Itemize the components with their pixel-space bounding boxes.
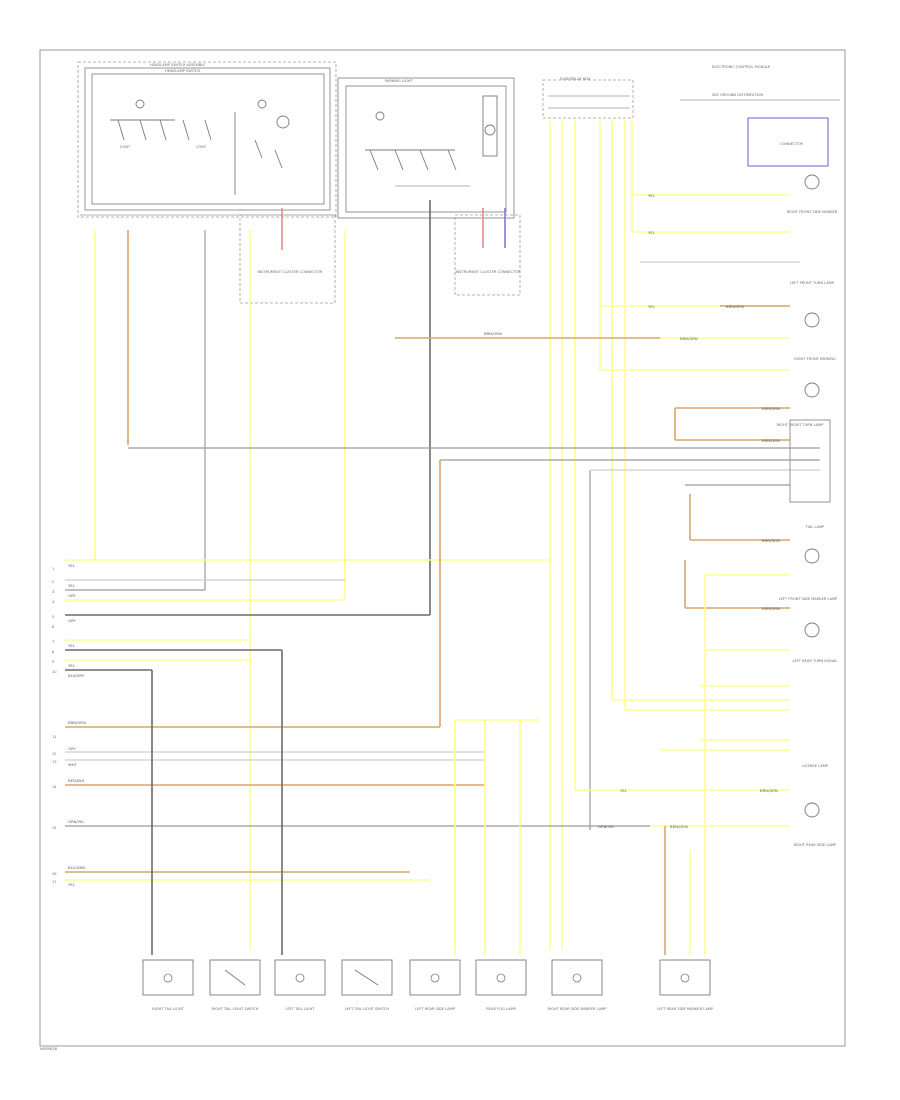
parking-light-label: PARKING LIGHT <box>385 79 413 83</box>
pin-label: 16 <box>52 872 57 876</box>
pin-label: 15 <box>52 826 57 830</box>
wire-code: GRY <box>68 746 76 751</box>
pin-label: 10 <box>52 670 57 674</box>
wire-code: YEL <box>68 563 76 568</box>
fuse-label: FUSE/RELAY BOX <box>560 77 591 81</box>
wire-code: YEL <box>68 882 76 887</box>
pin-label: 1 <box>52 567 54 571</box>
lamp-label: RIGHT FRONT SIDE MARKER <box>787 210 838 214</box>
pin-label: 12 <box>52 752 57 756</box>
lamp-label: LEFT FRONT TURN LAMP <box>790 281 835 285</box>
pin-label: 4 <box>52 600 55 604</box>
headlamp-assembly-label: HEADLAMP SWITCH ASSEMBLY <box>150 63 206 67</box>
bottom-lamp-label: LEFT TAIL LIGHT <box>286 1007 316 1011</box>
instrument-cluster-1: INSTRUMENT CLUSTER CONNECTOR <box>239 208 336 304</box>
pin-label: 2 <box>52 580 54 584</box>
wire-code: YEL <box>648 304 656 309</box>
wire-codes-right: YEL YEL YEL BRN/GRN BRN/GRN BRN/GRN BRN/… <box>598 193 780 829</box>
bottom-lamp-label: REAR FOG LAMP <box>486 1007 516 1011</box>
pin-label: 9 <box>52 660 55 664</box>
lamp-label: LEFT FRONT SIDE MARKER LAMP <box>779 597 839 601</box>
wire-code: RED/BLK <box>68 778 85 783</box>
wire-code: YEL <box>648 230 656 235</box>
instrument-cluster-2-label: INSTRUMENT CLUSTER CONNECTOR <box>455 270 521 274</box>
bottom-lamp-label: LEFT TAIL LIGHT SWITCH <box>345 1007 389 1011</box>
headlamp-switch-label: HEADLAMP SWITCH <box>165 69 201 73</box>
headlamp-switch-assembly: HEADLAMP SWITCH ASSEMBLY HEADLAMP SWITCH… <box>77 61 337 218</box>
wire-code: BRN/GRN <box>68 720 86 725</box>
lamp-label: LEFT REAR TURN SIGNAL <box>793 659 838 663</box>
lamp-label: RIGHT FRONT PARKING <box>794 357 836 361</box>
pin-label: 8 <box>52 650 55 654</box>
wire-code: WHT <box>68 762 78 767</box>
lamp-label: TAIL LAMP <box>805 525 825 529</box>
wire-code: BLK/GRY <box>68 673 85 678</box>
pin-label: 11 <box>52 735 57 739</box>
wire-code: BRN/GRN <box>762 606 780 611</box>
wire-code: BRN/GRN <box>762 438 780 443</box>
module-note: SEE GROUND DISTRIBUTION <box>712 93 763 97</box>
pin-label: 13 <box>52 760 57 764</box>
lamp-label: LICENSE LAMP <box>802 764 829 768</box>
wire-code: GRN/YEL <box>598 824 615 829</box>
pin-label: 17 <box>52 880 57 884</box>
wire-code: YEL <box>68 583 76 588</box>
bottom-lamp-label: RIGHT REAR SIDE MARKER LAMP <box>548 1007 608 1011</box>
figure-id: W85MJ3B <box>40 1047 58 1051</box>
bottom-lamp-label: RIGHT TAIL LIGHT <box>152 1007 185 1011</box>
diagram-frame <box>39 49 846 1047</box>
wire-code: BRN/GRN <box>762 538 780 543</box>
wire-code: YEL <box>68 643 76 648</box>
pin-label: 6 <box>52 625 55 629</box>
pin-label: 3 <box>52 590 54 594</box>
wire-code: YEL <box>648 193 656 198</box>
wire-codes-left: YEL YEL GRY GRY YEL YEL BLK/GRY BRN/GRN … <box>68 331 502 887</box>
switch-contact-label-2: CONT <box>196 145 207 149</box>
switch-contact-label-1: CONT <box>120 145 131 149</box>
wire-code: BRN/GRN <box>760 788 778 793</box>
wire-code: YEL <box>68 663 76 668</box>
bottom-lamp-label: LEFT REAR SIDE LAMP <box>415 1007 456 1011</box>
module-label: ELECTRONIC CONTROL MODULE <box>712 65 771 69</box>
instrument-cluster-2: INSTRUMENT CLUSTER CONNECTOR <box>454 208 521 296</box>
wire-code: YEL <box>620 788 628 793</box>
module-connector-label: CONNECTOR <box>780 142 804 146</box>
wire-code: GRN/YEL <box>68 819 85 824</box>
wire-code: BRN/GRN <box>680 336 698 341</box>
wire-code: BRN/GRN <box>484 331 502 336</box>
wire-code: BRN/GRN <box>670 824 688 829</box>
right-lamps: RIGHT FRONT SIDE MARKER RIGHT FRONT PARK… <box>777 174 839 847</box>
fuse-relay-block: FUSE/RELAY BOX <box>542 77 634 119</box>
electronic-module: ELECTRONIC CONTROL MODULE SEE GROUND DIS… <box>680 65 840 167</box>
bottom-lamp-label: LEFT REAR SIDE MARKER LAMP <box>657 1007 714 1011</box>
wire-code: BLU/GRN <box>68 865 85 870</box>
parking-light-switch: PARKING LIGHT <box>337 77 515 219</box>
pin-label: 14 <box>52 785 57 789</box>
wire-code: BRN/GRN <box>762 406 780 411</box>
pin-label: 5 <box>52 615 54 619</box>
lamp-label: RIGHT REAR SIDE LAMP <box>794 843 837 847</box>
pin-label: 7 <box>52 640 54 644</box>
bottom-lamp-label: RIGHT TAIL LIGHT SWITCH <box>212 1007 259 1011</box>
wire-code: GRY <box>68 593 76 598</box>
wire-code: GRY <box>68 618 76 623</box>
wire-code: BRN/GRN <box>726 304 744 309</box>
left-connector-pins: 1 2 3 4 5 6 7 8 9 10 11 12 13 14 15 16 1… <box>52 567 57 884</box>
bottom-lamps: RIGHT TAIL LIGHT RIGHT TAIL LIGHT SWITCH… <box>142 959 714 1011</box>
instrument-cluster-1-label: INSTRUMENT CLUSTER CONNECTOR <box>257 270 323 274</box>
lamp-label: RIGHT FRONT TURN LAMP <box>777 423 825 427</box>
